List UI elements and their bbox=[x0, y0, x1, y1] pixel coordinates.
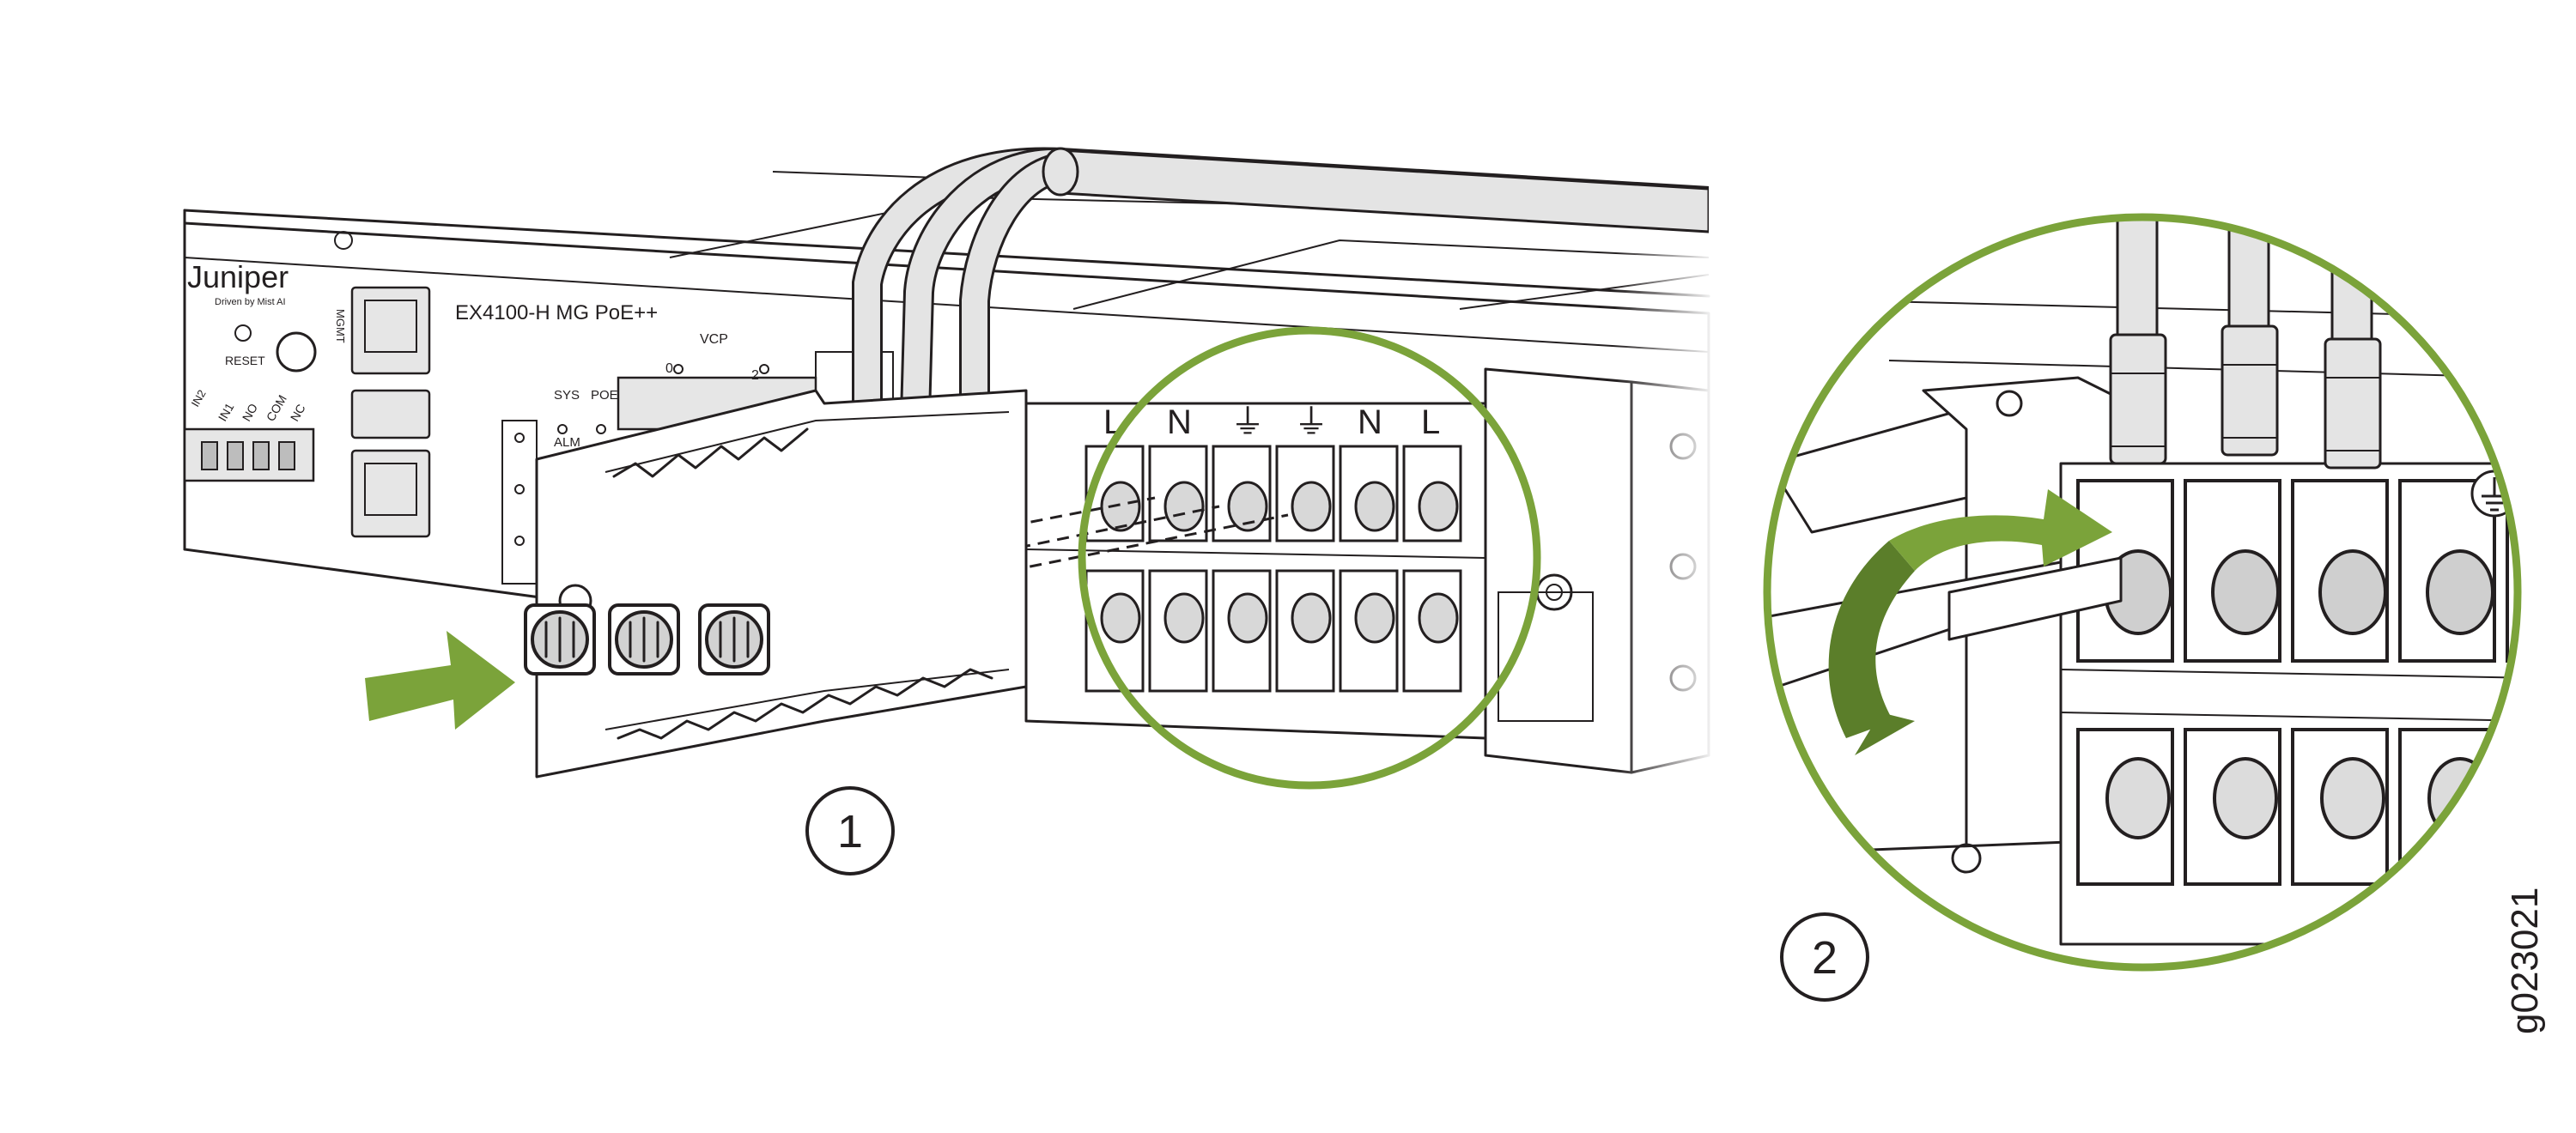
captive-screw bbox=[524, 603, 596, 676]
step-2-callout: 2 bbox=[1780, 912, 1869, 1002]
poe-label: POE bbox=[591, 388, 618, 403]
captive-screw bbox=[698, 603, 770, 676]
step-1-number: 1 bbox=[837, 806, 863, 857]
terminal-label: ⏚ bbox=[1294, 403, 1328, 441]
figure-id: g023021 bbox=[2504, 888, 2546, 1034]
terminal-label: N bbox=[1167, 403, 1192, 441]
terminal-cell: ⏚ bbox=[1212, 403, 1272, 542]
terminal-cell: N bbox=[1339, 403, 1399, 542]
vcp-port-0: 0 bbox=[665, 361, 673, 376]
terminal-cover bbox=[535, 389, 1028, 779]
terminal-label: ⏚ bbox=[1230, 403, 1265, 441]
terminal-cell: L bbox=[1084, 403, 1145, 542]
step-1-callout: 1 bbox=[805, 786, 895, 876]
captive-screw bbox=[608, 603, 680, 676]
captive-screws bbox=[524, 603, 770, 676]
terminal-label: N bbox=[1358, 403, 1382, 441]
brand-label: Juniper bbox=[187, 259, 289, 294]
zoom-terminal-cell bbox=[2291, 479, 2389, 886]
arrow-right-icon bbox=[365, 631, 515, 730]
chassis-labels: Juniper Driven by Mist AI EX4100-H MG Po… bbox=[187, 259, 876, 450]
terminal-cell-lower bbox=[1339, 569, 1399, 693]
rotate-arrow-icon bbox=[1828, 489, 2112, 755]
model-label: EX4100-H MG PoE++ bbox=[455, 301, 658, 324]
terminal-cell: ⏚ bbox=[1275, 403, 1335, 542]
terminal-cell: L bbox=[1402, 403, 1462, 542]
zoom-terminal-cell bbox=[2184, 479, 2281, 886]
terminal-cell-lower bbox=[1084, 569, 1145, 693]
zoom-circle-terminals bbox=[1078, 326, 1541, 790]
power-cables bbox=[852, 147, 1743, 479]
reset-label: RESET bbox=[225, 354, 265, 367]
terminal-label: L bbox=[1421, 403, 1440, 441]
vcp-label: VCP bbox=[700, 332, 728, 347]
sys-label: SYS bbox=[554, 388, 580, 403]
zoom-detail-view bbox=[1767, 217, 2518, 967]
terminal-cell-lower bbox=[1212, 569, 1272, 693]
terminal-cell-lower bbox=[1148, 569, 1208, 693]
step-2-number: 2 bbox=[1812, 932, 1838, 984]
vcp-port-2: 2 bbox=[751, 368, 759, 383]
mgmt-label: MGMT bbox=[334, 309, 347, 343]
brand-sublabel: Driven by Mist AI bbox=[215, 297, 286, 307]
terminal-cell-lower bbox=[1275, 569, 1335, 693]
terminal-cell-lower bbox=[1402, 569, 1462, 693]
alm-label: ALM bbox=[554, 435, 580, 450]
terminal-cell: N bbox=[1148, 403, 1208, 542]
zoom-circle-detail bbox=[1763, 213, 2522, 972]
